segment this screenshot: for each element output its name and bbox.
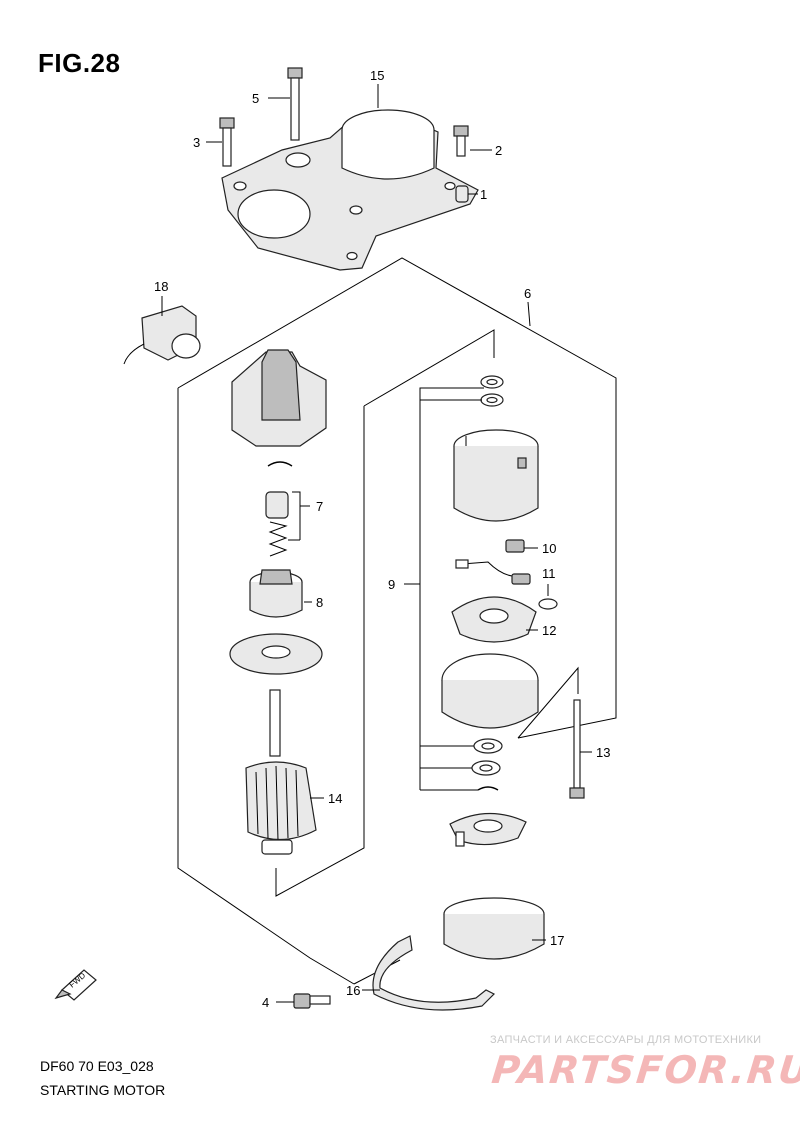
armature-part [245, 689, 317, 855]
watermark-tagline: ЗАПЧАСТИ И АКСЕССУАРЫ ДЛЯ МОТОТЕХНИКИ [490, 1034, 762, 1046]
thrust-washers [480, 375, 504, 407]
callout-3: 3 [193, 135, 200, 150]
callout-11: 11 [542, 566, 556, 581]
diagram-code: DF60 70 E03_028 [40, 1058, 154, 1074]
brush-assembly [451, 539, 558, 643]
callout-4: 4 [262, 995, 269, 1010]
callout-10: 10 [542, 541, 556, 556]
pinion-gear-part [249, 569, 303, 618]
callout-6: 6 [524, 286, 531, 301]
motor-band-part [443, 897, 545, 960]
callout-2: 2 [495, 143, 502, 158]
figure-title: FIG.28 [38, 48, 121, 78]
callout-7: 7 [316, 499, 323, 514]
callout-16: 16 [346, 983, 360, 998]
assembly-boundary-lines [177, 257, 617, 985]
through-bolt-part [569, 699, 585, 799]
pinion-stopper-set [265, 461, 293, 557]
bracket-bolts [219, 67, 469, 203]
mounting-strap-part [372, 935, 496, 1011]
callout-8: 8 [316, 595, 323, 610]
cover-plate-part [229, 633, 323, 675]
rear-end-frame-part [441, 653, 539, 729]
front-housing-part [231, 349, 327, 447]
callout-5: 5 [252, 91, 259, 106]
diagram-caption: STARTING MOTOR [40, 1082, 166, 1098]
strap-bolt-part [293, 993, 331, 1009]
callout-12: 12 [542, 623, 556, 638]
callout-13: 13 [596, 745, 610, 760]
callout-1: 1 [480, 187, 487, 202]
callout-9: 9 [388, 577, 395, 592]
motor-bracket-part [221, 109, 479, 271]
fwd-direction-marker: FWD [54, 969, 97, 1001]
watermark-logo: PARTSFOR.RU [489, 1048, 800, 1092]
rear-washer-set [449, 738, 527, 847]
yoke-part [453, 429, 539, 522]
callout-leader-lines [161, 84, 592, 1003]
starter-relay-part [123, 305, 201, 365]
callout-18: 18 [154, 279, 168, 294]
callout-14: 14 [328, 791, 342, 806]
callout-17: 17 [550, 933, 564, 948]
callout-numbers: 1 2 3 4 5 6 7 8 9 10 11 12 13 14 15 16 1… [154, 68, 610, 1010]
callout-15: 15 [370, 68, 384, 83]
